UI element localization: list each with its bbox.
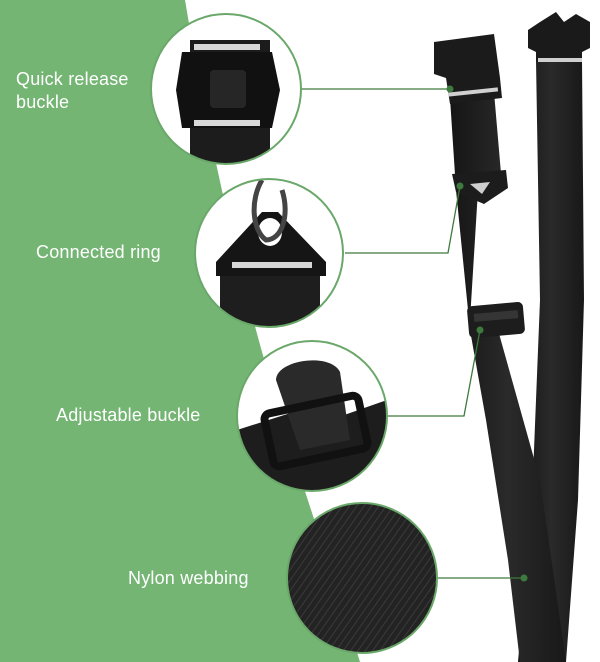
strap-product xyxy=(434,12,590,662)
green-background xyxy=(0,0,360,662)
buckle-top-right xyxy=(528,12,590,62)
strap-left-band xyxy=(450,92,566,662)
adjustable-buckle-icon xyxy=(236,340,388,492)
label-adjustable-buckle: Adjustable buckle xyxy=(56,405,201,425)
nylon-webbing-icon xyxy=(286,502,438,654)
quick-release-buckle-icon xyxy=(150,13,302,165)
connected-ring-icon xyxy=(194,178,344,328)
callout-dots xyxy=(446,85,528,582)
label-nylon-webbing: Nylon webbing xyxy=(128,568,249,588)
label-connected-ring: Connected ring xyxy=(36,242,161,262)
callout-lines xyxy=(301,88,524,579)
label-quick-release-buckle: Quick release buckle xyxy=(16,69,129,112)
